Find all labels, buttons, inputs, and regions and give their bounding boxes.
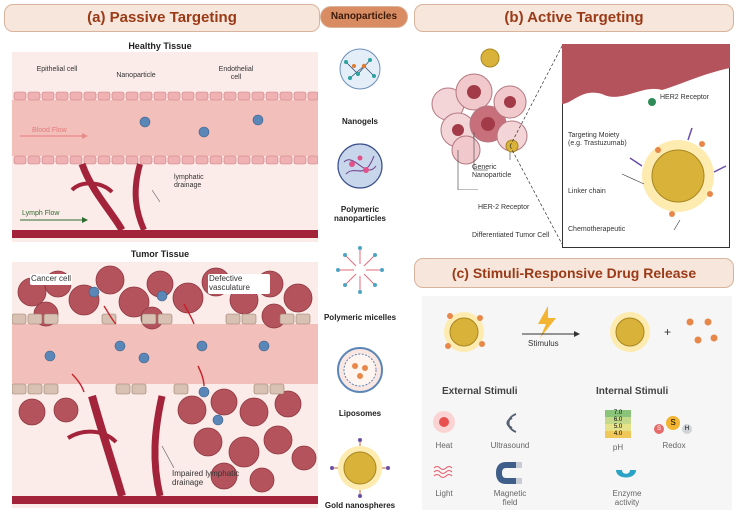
stimulus-label: Stimulus bbox=[528, 339, 559, 348]
endothelial-cell-label: Endothelial cell bbox=[218, 66, 254, 81]
tumor-tissue-diagram bbox=[12, 262, 318, 508]
impaired-drainage-label: Impaired lymphatic drainage bbox=[172, 469, 240, 487]
ph-value-5: 5.0 bbox=[605, 424, 631, 431]
enzyme-icon bbox=[616, 470, 636, 478]
redox-icon: S S H bbox=[654, 416, 694, 436]
gold-nanospheres-label: Gold nanospheres bbox=[324, 501, 396, 510]
polymeric-nanoparticles-label: Polymeric nanoparticles bbox=[333, 205, 386, 223]
nanoparticle-label: Nanoparticle bbox=[116, 72, 156, 79]
ph-value-4: 4.0 bbox=[605, 431, 631, 438]
blood-flow-label: Blood Flow bbox=[32, 127, 67, 134]
lymphatic-drainage-label: lymphatic drainage bbox=[174, 174, 204, 189]
light-label: Light bbox=[435, 489, 453, 498]
tumor-tissue-title: Tumor Tissue bbox=[130, 249, 190, 259]
epithelial-cell-label: Epithelial cell bbox=[36, 66, 78, 73]
nanoparticles-banner: Nanoparticles bbox=[320, 6, 408, 28]
redox-s2: S bbox=[666, 416, 680, 430]
healthy-tissue-title: Healthy Tissue bbox=[128, 41, 192, 51]
polymeric-micelles-label: Polymeric micelles bbox=[323, 313, 397, 322]
nanogels-label: Nanogels bbox=[341, 117, 378, 126]
ph-label: pH bbox=[612, 443, 624, 452]
polymeric-micelle-icon bbox=[336, 246, 384, 294]
active-targeting-banner: (b) Active Targeting bbox=[414, 4, 734, 32]
zoom-inset bbox=[562, 44, 730, 248]
heat-label: Heat bbox=[435, 441, 453, 450]
tumor-cell-label: Differentiated Tumor Cell bbox=[472, 232, 550, 239]
cancer-cell-label: Cancer cell bbox=[30, 274, 72, 285]
ph-scale: 7.0 6.0 5.0 4.0 bbox=[605, 410, 631, 438]
heat-icon bbox=[433, 411, 455, 433]
her2-receptor-label: HER-2 Receptor bbox=[478, 204, 530, 211]
internal-stimuli-title: Internal Stimuli bbox=[596, 386, 669, 397]
magnetic-field-label: Magnetic field bbox=[493, 489, 527, 507]
external-stimuli-title: External Stimuli bbox=[442, 386, 518, 397]
gold-nanosphere-icon bbox=[330, 438, 390, 498]
redox-h: H bbox=[682, 424, 692, 434]
polymeric-nanoparticle-icon bbox=[337, 143, 383, 189]
stimuli-release-banner: (c) Stimuli-Responsive Drug Release bbox=[414, 258, 734, 288]
healthy-tissue-diagram bbox=[12, 52, 318, 242]
zoom-connector bbox=[509, 45, 563, 245]
liposome-icon bbox=[337, 347, 383, 393]
liposomes-label: Liposomes bbox=[338, 409, 382, 418]
drug-release-scheme bbox=[444, 306, 718, 352]
tumor-cell-cluster bbox=[431, 48, 528, 190]
plus-sign: + bbox=[664, 325, 672, 339]
enzyme-activity-label: Enzyme activity bbox=[612, 489, 642, 507]
light-icon bbox=[433, 466, 453, 478]
lymph-flow-label: Lymph Flow bbox=[22, 210, 60, 217]
defective-vasculature-label: Defective vasculature bbox=[208, 274, 270, 294]
chemotherapeutic-label: Chemotherapeutic bbox=[568, 226, 626, 233]
ph-value-7: 7.0 bbox=[605, 410, 631, 417]
magnet-icon bbox=[496, 462, 522, 484]
targeting-moiety-label: Targeting Moiety (e.g. Trastuzumab) bbox=[568, 132, 627, 147]
linker-chain-label: Linker chain bbox=[568, 188, 606, 195]
redox-label: Redox bbox=[662, 441, 686, 450]
ultrasound-icon bbox=[506, 413, 517, 433]
ph-value-6: 6.0 bbox=[605, 417, 631, 424]
nanogel-icon bbox=[339, 48, 381, 90]
redox-s1: S bbox=[654, 424, 664, 434]
passive-targeting-banner: (a) Passive Targeting bbox=[4, 4, 320, 32]
her2-receptor-top-label: HER2 Receptor bbox=[660, 94, 710, 101]
generic-nanoparticle-label: Generic Nanoparticle bbox=[472, 164, 512, 179]
ultrasound-label: Ultrasound bbox=[490, 441, 530, 450]
